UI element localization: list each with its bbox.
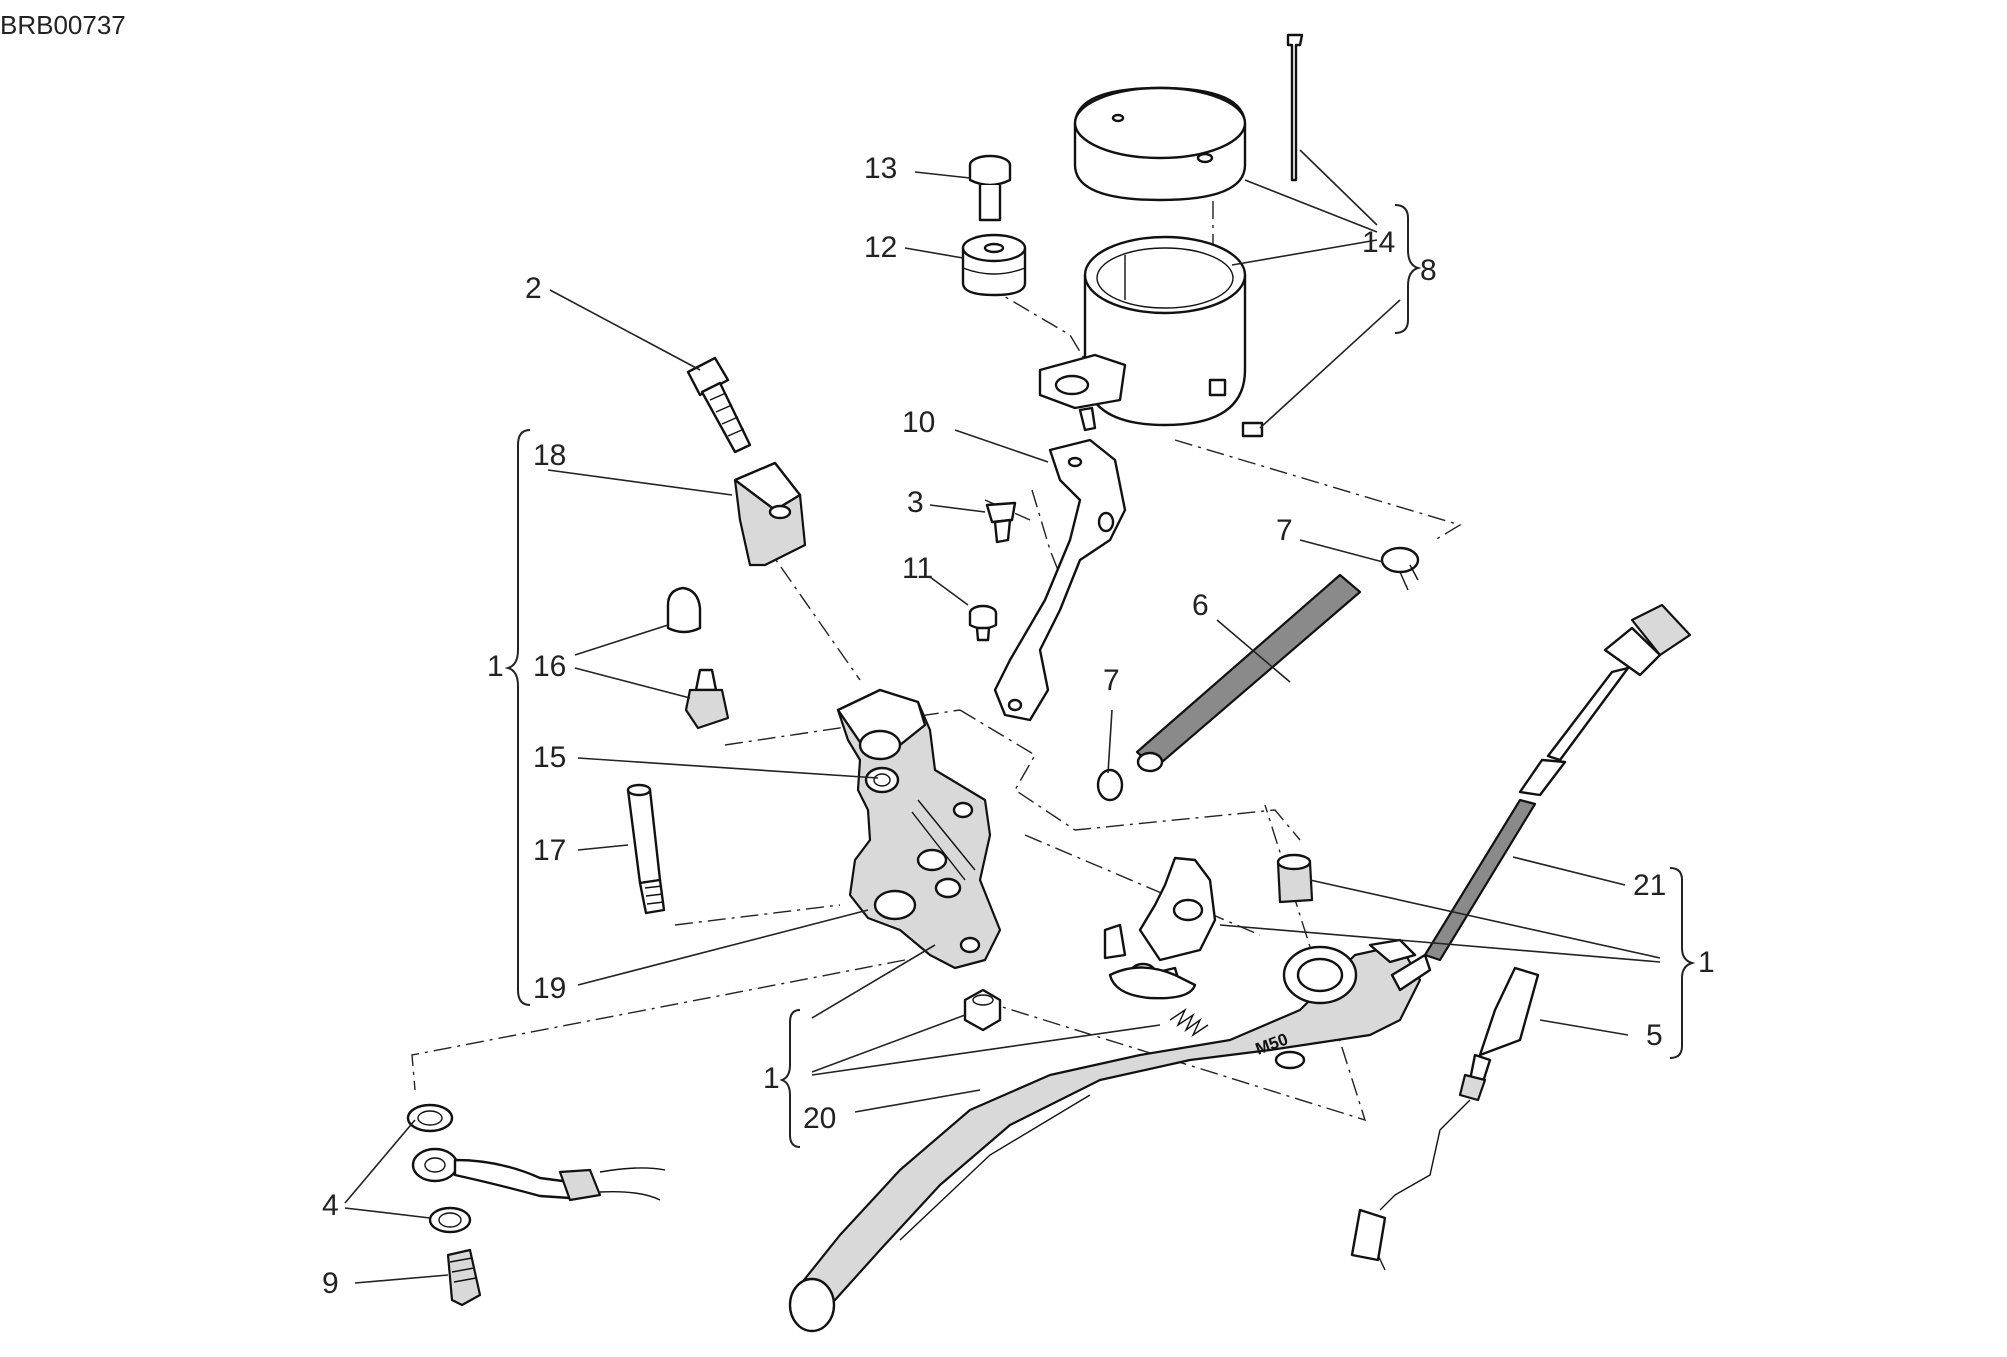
spring: [1169, 1008, 1209, 1037]
adjuster-knob: [733, 461, 807, 567]
reservoir-screw: [1286, 33, 1304, 182]
hose: [1135, 573, 1362, 773]
crush-washer-bottom: [428, 1206, 472, 1234]
brace-1-left: [504, 429, 531, 1006]
callout-10: 10: [902, 406, 935, 439]
brace-8: [1394, 204, 1422, 334]
brake-switch: [1350, 966, 1540, 1271]
brace-1-bottom: [779, 1009, 801, 1148]
callout-11: 11: [902, 552, 933, 585]
grommet: [961, 233, 1027, 297]
master-cylinder-body: [836, 688, 1002, 970]
bushing-sleeve: [1276, 853, 1314, 904]
callout-1-bottom: 1: [763, 1062, 780, 1095]
dust-cap: [666, 586, 702, 634]
reservoir-cap: [1073, 86, 1247, 202]
callout-14: 14: [1362, 226, 1395, 259]
callout-17: 17: [533, 834, 566, 867]
reservoir-clip: [1241, 421, 1264, 438]
drawing-code: BRB00737: [0, 10, 126, 40]
reservoir-body: [1038, 235, 1247, 432]
screw-2: [686, 356, 752, 454]
nut: [963, 988, 1002, 1032]
callout-7-bottom: 7: [1103, 664, 1120, 697]
callout-18: 18: [533, 439, 566, 472]
lever-pivot-block: [1103, 856, 1217, 1000]
leader-lines: [344, 149, 1661, 1284]
brake-lever: M50: [788, 938, 1432, 1333]
brace-1-right: [1669, 867, 1696, 1059]
callout-16: 16: [533, 650, 566, 683]
callout-7-top: 7: [1276, 514, 1293, 547]
callout-9: 9: [322, 1267, 339, 1300]
hose-clamp-bottom: [1096, 768, 1124, 802]
callout-5: 5: [1646, 1019, 1663, 1052]
bracket: [993, 438, 1127, 722]
banjo-bolt: [446, 1248, 482, 1307]
callout-2: 2: [525, 272, 542, 305]
callout-1-right: 1: [1698, 946, 1715, 979]
callout-4: 4: [322, 1189, 339, 1222]
bush-screw: [968, 154, 1012, 222]
callout-8: 8: [1420, 254, 1437, 287]
braces: [504, 204, 1696, 1148]
callout-21: 21: [1633, 869, 1666, 902]
hose-clamp-top: [1380, 546, 1420, 591]
screw-11: [968, 604, 998, 642]
callout-13: 13: [864, 152, 897, 185]
crush-washer-top: [406, 1103, 454, 1133]
callout-15: 15: [533, 741, 566, 774]
push-rod: [1423, 603, 1692, 962]
callout-12: 12: [864, 231, 897, 264]
callout-20: 20: [803, 1102, 836, 1135]
callout-numbers: 2 13 12 14 8 10 3 11 7 6 7 18 1 16 15 17…: [322, 152, 1715, 1300]
banjo-fitting: [411, 1147, 666, 1202]
callout-1-left: 1: [487, 650, 504, 683]
pin-17: [626, 783, 666, 915]
screw-3: [985, 501, 1017, 544]
callout-3: 3: [907, 486, 924, 519]
bleed-nipple: [684, 668, 730, 730]
callout-6: 6: [1192, 589, 1209, 622]
callout-19: 19: [533, 972, 566, 1005]
